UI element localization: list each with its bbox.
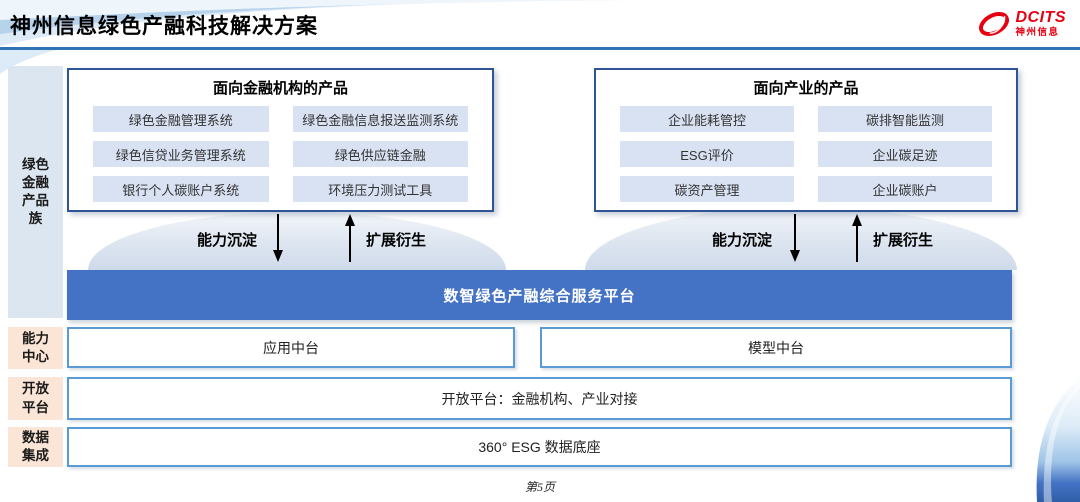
- industry-chip-grid: 企业能耗管控 碳排智能监测 ESG评价 企业碳足迹 碳资产管理 企业碳账户: [596, 98, 1016, 202]
- sidebar-green-finance-product-family: 绿色 金融 产品 族: [8, 66, 63, 318]
- product-chip: 碳排智能监测: [818, 106, 992, 132]
- product-chip: 绿色金融管理系统: [93, 106, 269, 132]
- down-arrow-icon: [790, 214, 800, 262]
- sidebar-open-platform: 开放 平台: [8, 377, 63, 420]
- sidebar-capability-center: 能力 中心: [8, 327, 63, 369]
- logo-text: DCITS 神州信息: [1016, 10, 1067, 38]
- dome-decoration-left: [88, 212, 506, 270]
- finance-chip-grid: 绿色金融管理系统 绿色金融信息报送监测系统 绿色信贷业务管理系统 绿色供应链金融…: [69, 98, 492, 202]
- flow-label-extend-derive-left: 扩展衍生: [366, 232, 427, 249]
- product-chip: 企业能耗管控: [620, 106, 794, 132]
- open-platform-bar: 开放平台：金融机构、产业对接: [67, 377, 1012, 420]
- up-arrow-icon: [852, 214, 862, 262]
- industry-box-title: 面向产业的产品: [753, 80, 859, 97]
- product-chip: 绿色信贷业务管理系统: [93, 141, 269, 167]
- product-chip: 碳资产管理: [620, 176, 794, 202]
- page-number: 第5页: [524, 480, 555, 494]
- flow-label-extend-derive-right: 扩展衍生: [873, 232, 934, 249]
- product-chip: 企业碳账户: [818, 176, 992, 202]
- product-chip: 环境压力测试工具: [292, 176, 468, 202]
- logo-brand: DCITS: [1015, 9, 1066, 27]
- sidebar-data-integration: 数据 集成: [8, 427, 63, 467]
- flow-label-capability-settle-left: 能力沉淀: [197, 232, 258, 249]
- dome-decoration-right: [585, 207, 1017, 270]
- industry-products-box: 面向产业的产品 企业能耗管控 碳排智能监测 ESG评价 企业碳足迹 碳资产管理 …: [594, 68, 1018, 212]
- product-chip: 银行个人碳账户系统: [93, 176, 269, 202]
- application-middle-platform: 应用中台: [67, 327, 515, 368]
- dcits-swirl-icon: [978, 12, 1009, 36]
- model-middle-platform: 模型中台: [540, 327, 1012, 368]
- finance-products-box: 面向金融机构的产品 绿色金融管理系统 绿色金融信息报送监测系统 绿色信贷业务管理…: [67, 68, 494, 212]
- page-title: 神州信息绿色产融科技解决方案: [10, 15, 318, 38]
- finance-box-title: 面向金融机构的产品: [212, 80, 348, 97]
- product-chip: ESG评价: [620, 141, 794, 167]
- logo-company: 神州信息: [1015, 27, 1060, 39]
- up-arrow-icon: [345, 214, 355, 262]
- down-arrow-icon: [273, 214, 283, 262]
- flow-label-capability-settle-right: 能力沉淀: [712, 232, 773, 249]
- dcits-logo: DCITS 神州信息: [976, 8, 1067, 40]
- header-divider: [0, 47, 1080, 50]
- integrated-service-platform-bar: 数智绿色产融综合服务平台: [67, 270, 1012, 320]
- product-chip: 绿色金融信息报送监测系统: [292, 106, 468, 132]
- product-chip: 企业碳足迹: [818, 141, 992, 167]
- product-chip: 绿色供应链金融: [292, 141, 468, 167]
- esg-data-base-bar: 360° ESG 数据底座: [67, 427, 1012, 467]
